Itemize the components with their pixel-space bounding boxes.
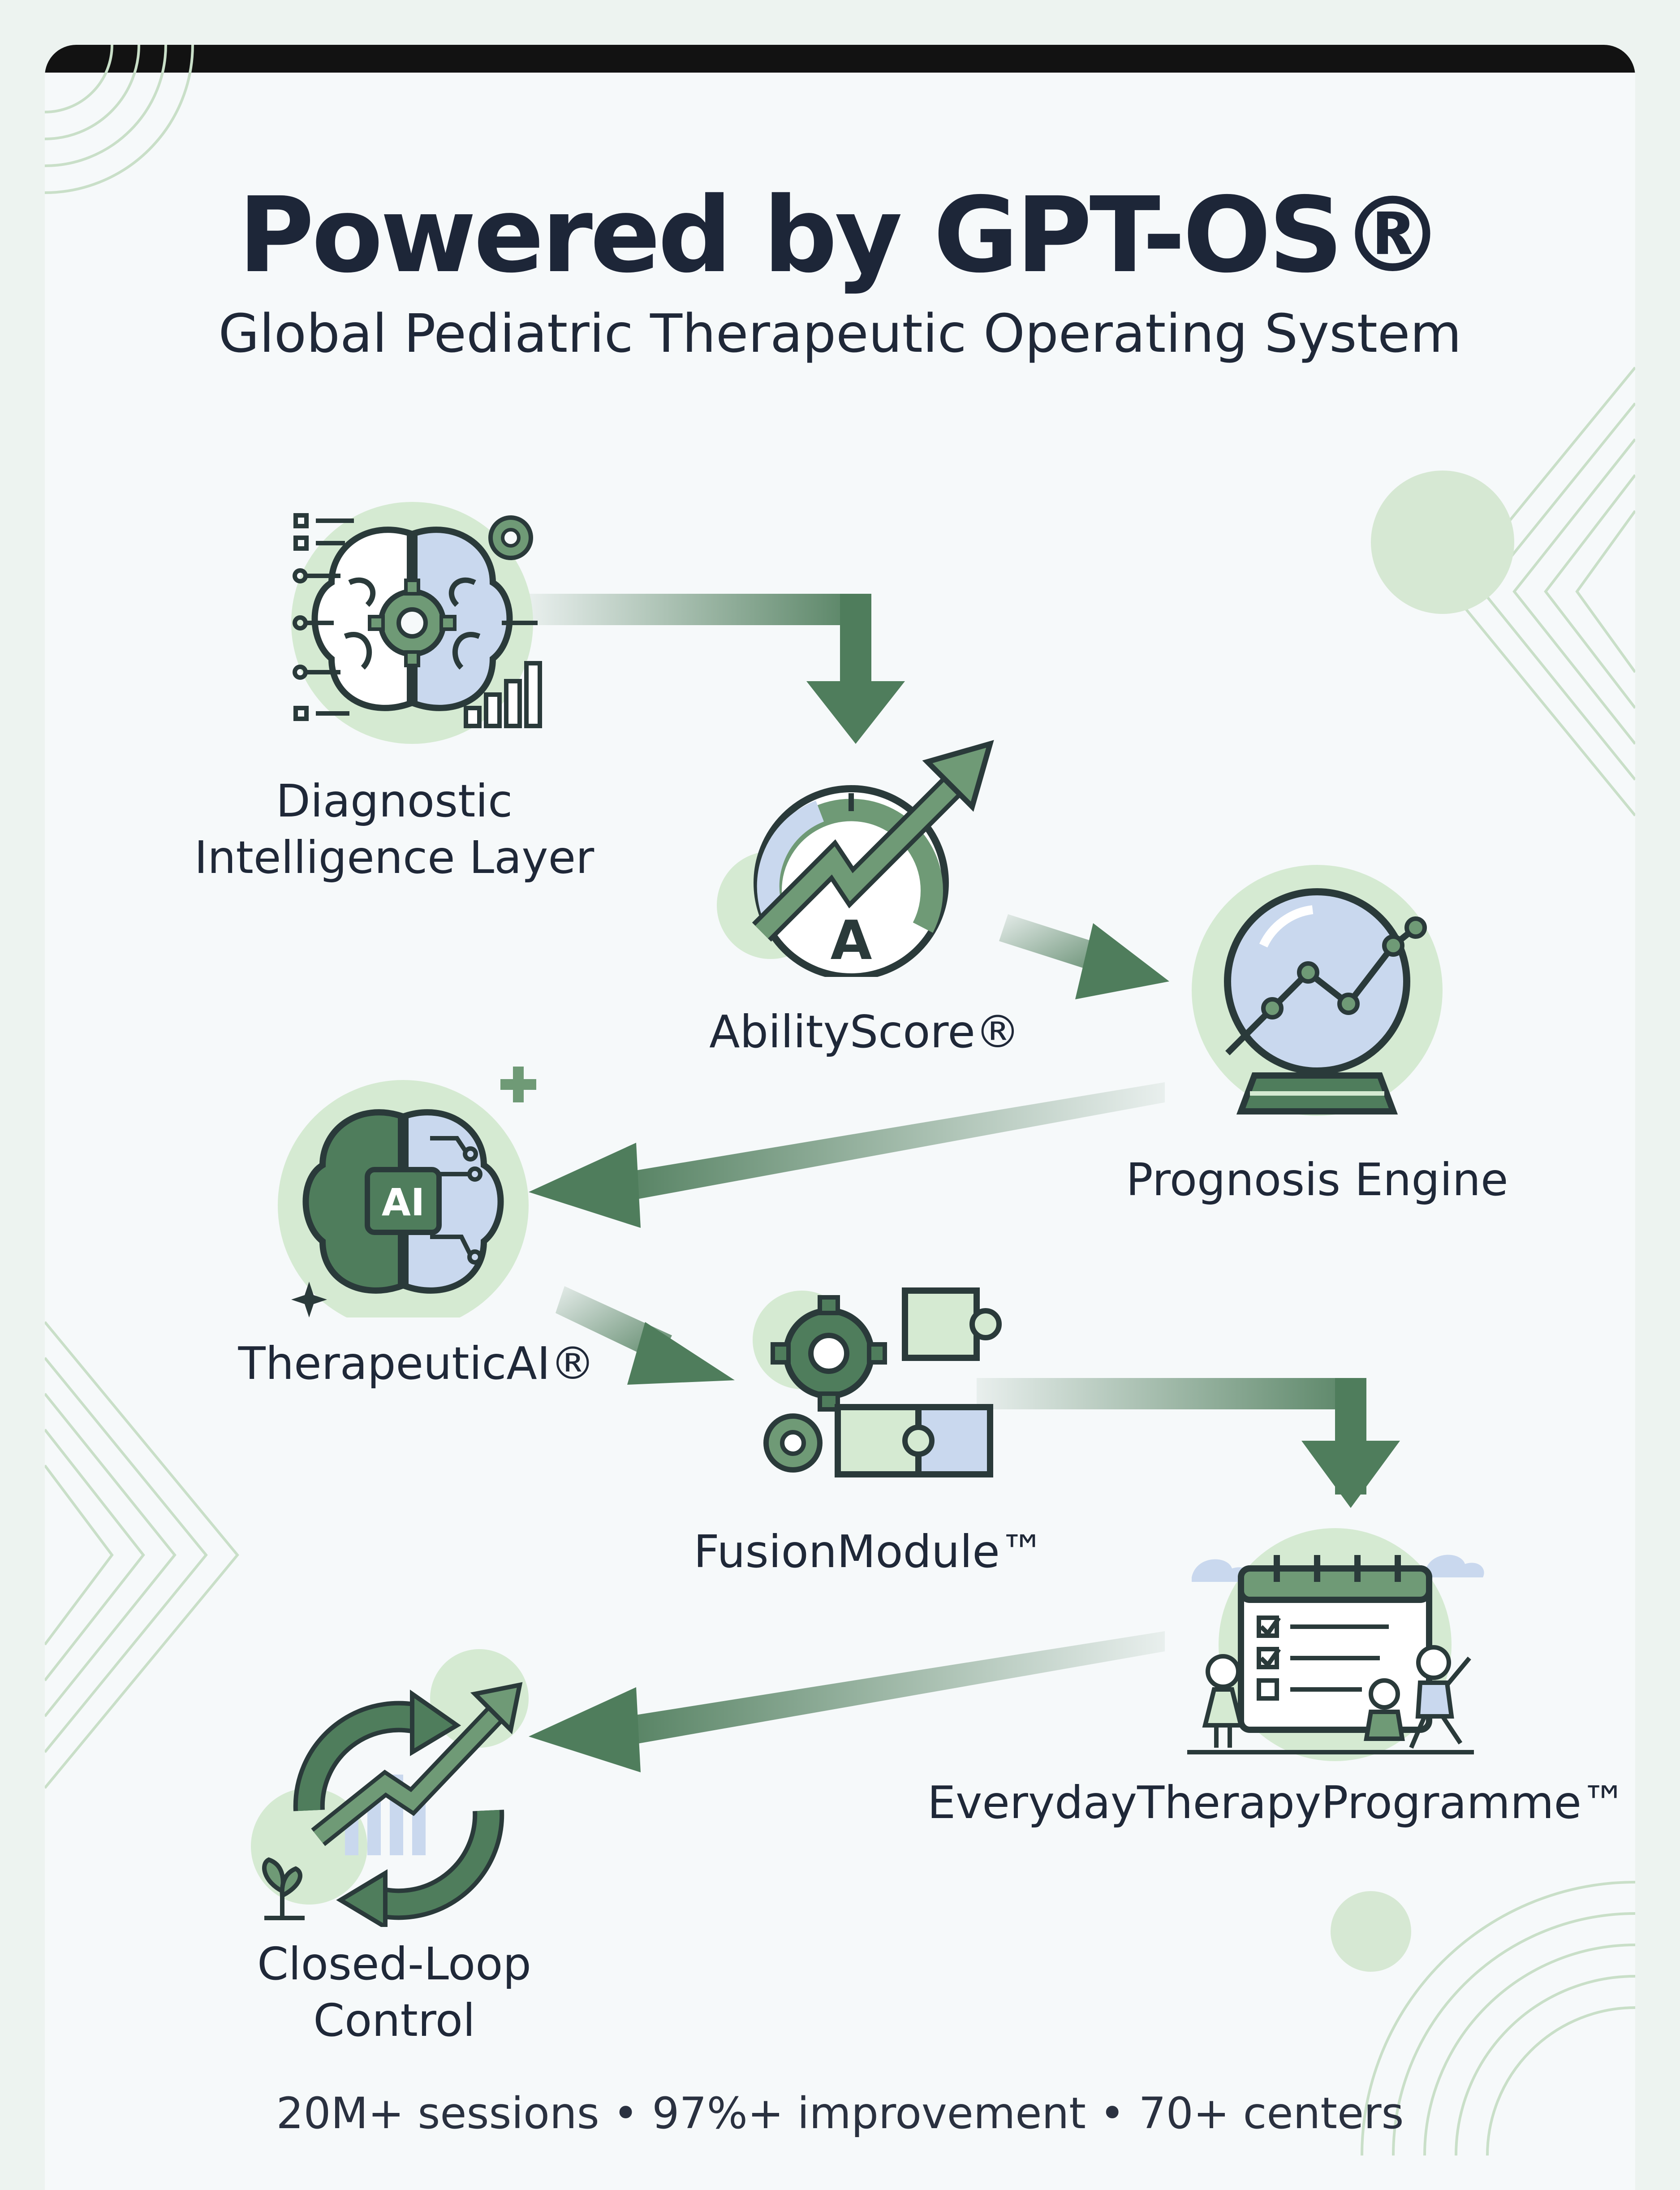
label-abilityscore-line1: AbilityScore® [709, 1006, 1020, 1058]
label-prognosis: Prognosis Engine [1093, 1152, 1541, 1208]
label-diagnostic: Diagnostic Intelligence Layer [170, 773, 618, 886]
label-therapeutic: TherapeuticAI® [193, 1335, 641, 1392]
label-fusion: FusionModule™ [645, 1524, 1093, 1580]
node-fusion [744, 1264, 1021, 1497]
abilityscore-badge: A [831, 910, 872, 972]
background-decoration [45, 45, 1635, 2156]
node-everyday [1174, 1510, 1487, 1761]
stats-footer: 20M+ sessions • 97%+ improvement • 70+ c… [276, 2088, 1404, 2138]
gears-puzzle-icon [753, 1287, 1002, 1477]
label-prognosis-line1: Prognosis Engine [1126, 1153, 1508, 1206]
label-closedloop-line1: Closed-Loop [257, 1938, 531, 1990]
node-closedloop [242, 1640, 547, 1927]
arrow-diagnostic-to-abilityscore [529, 594, 905, 744]
label-everyday: EverydayTherapyProgramme™ [927, 1775, 1626, 1831]
label-therapeutic-line1: TherapeuticAI® [238, 1337, 595, 1390]
calendar-children-icon [1187, 1528, 1484, 1761]
node-abilityscore: A [703, 726, 1026, 977]
flow-arrows [529, 594, 1400, 1772]
node-prognosis [1183, 860, 1452, 1147]
crystal-ball-chart-icon [1192, 865, 1443, 1116]
node-therapeutic: AI [233, 1031, 556, 1317]
arrow-prognosis-to-therapeutic [529, 1082, 1165, 1228]
ai-brain-icon: AI [278, 1067, 536, 1317]
cycle-arrows-chart-icon [251, 1649, 529, 1927]
label-closedloop: Closed-Loop Control [170, 1936, 618, 2049]
label-diagnostic-line1: Diagnostic [276, 775, 513, 827]
arrow-everyday-to-closedloop [529, 1631, 1165, 1772]
page-subtitle: Global Pediatric Therapeutic Operating S… [218, 302, 1462, 364]
top-bar [45, 45, 1635, 73]
node-diagnostic [233, 448, 556, 771]
label-diagnostic-line2: Intelligence Layer [194, 831, 594, 884]
brain-gears-icon [291, 502, 542, 744]
label-everyday-line1: EverydayTherapyProgramme™ [927, 1776, 1627, 1829]
label-closedloop-line2: Control [313, 1994, 475, 2047]
arrow-fusion-to-everyday [977, 1378, 1400, 1508]
ai-chip-badge: AI [382, 1180, 425, 1224]
arrow-abilityscore-to-prognosis [999, 914, 1169, 999]
label-fusion-line1: FusionModule™ [694, 1525, 1045, 1578]
label-abilityscore: AbilityScore® [641, 1004, 1089, 1060]
gauge-arrow-icon: A [717, 740, 994, 977]
page-title: Powered by GPT-OS® [238, 175, 1445, 296]
infographic-card: Powered by GPT-OS® Global Pediatric Ther… [45, 45, 1635, 2190]
arrow-therapeutic-to-fusion [556, 1286, 735, 1385]
